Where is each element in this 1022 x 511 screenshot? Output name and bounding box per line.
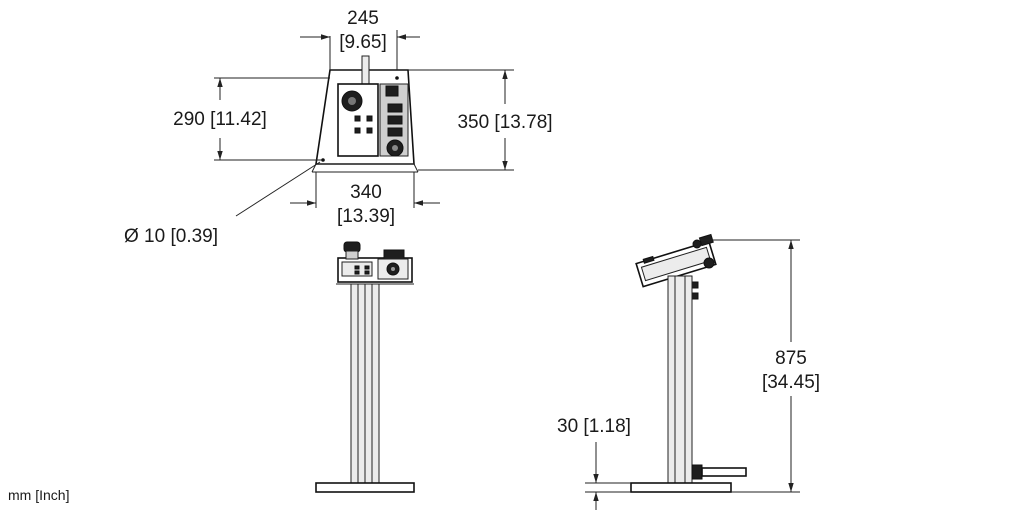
knob-icon bbox=[703, 257, 715, 269]
front-view bbox=[315, 241, 415, 493]
base-plate bbox=[630, 482, 732, 493]
connector-icon bbox=[387, 127, 403, 137]
top-view: 245 [9.65] 290 [11.42] 350 [13.78] 340 [… bbox=[124, 8, 553, 247]
dim-panel-height: 290 [11.42] bbox=[173, 109, 267, 130]
mounting-hole bbox=[321, 158, 325, 162]
dim-total-height-inch: [34.45] bbox=[762, 372, 820, 393]
connector-icon bbox=[387, 115, 403, 125]
column-stub bbox=[361, 55, 370, 87]
connector-icon bbox=[387, 103, 403, 113]
dim-housing-height: 350 [13.78] bbox=[457, 112, 552, 133]
dim-total-height: 875 bbox=[775, 348, 807, 369]
dim-base-width: 340 bbox=[350, 182, 382, 203]
base-plate bbox=[315, 482, 415, 493]
leader-line bbox=[235, 161, 321, 217]
units-note: mm [Inch] bbox=[8, 487, 69, 503]
cable bbox=[701, 467, 747, 477]
mounting-hole bbox=[395, 76, 399, 80]
dim-top-width: 245 bbox=[347, 8, 379, 29]
side-view: 875 [34.45] 30 [1.18] bbox=[557, 233, 820, 510]
dim-top-width-inch: [9.65] bbox=[339, 32, 387, 53]
dim-foot-height: 30 [1.18] bbox=[557, 416, 631, 437]
cable-gland-icon bbox=[691, 464, 703, 480]
dim-hole-diameter: Ø 10 [0.39] bbox=[124, 226, 218, 247]
column bbox=[667, 275, 693, 484]
dim-base-width-inch: [13.39] bbox=[337, 206, 395, 227]
